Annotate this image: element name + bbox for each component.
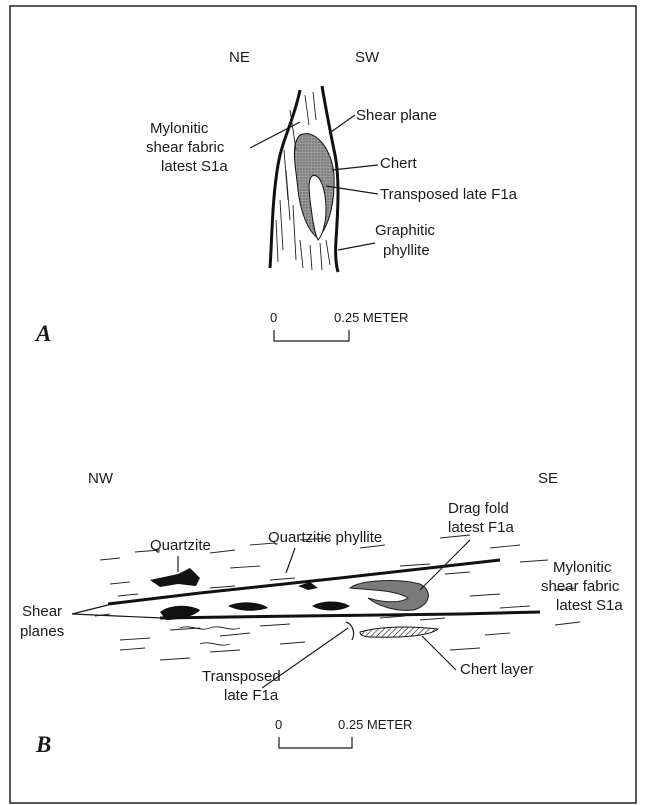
leader-mylonitic bbox=[250, 122, 300, 148]
label-chert: Chert bbox=[380, 155, 418, 172]
label-quartzitic-phyllite: Quartzitic phyllite bbox=[268, 529, 382, 546]
label-graphitic-1: Graphitic bbox=[375, 222, 436, 239]
panel-a: NE SW Shear plane Mylonitic shear fabric… bbox=[34, 49, 518, 346]
label-graphitic-2: phyllite bbox=[383, 242, 430, 259]
label-transposed-b-2: late F1a bbox=[224, 687, 279, 704]
leader-chert-layer bbox=[422, 636, 456, 670]
leader-chert bbox=[332, 165, 378, 170]
svg-text:0: 0 bbox=[270, 310, 277, 325]
label-transposed-b-1: Transposed bbox=[202, 668, 281, 685]
direction-sw: SW bbox=[355, 49, 380, 66]
leader-shear-plane bbox=[331, 115, 355, 132]
svg-text:0: 0 bbox=[275, 717, 282, 732]
label-quartzite: Quartzite bbox=[150, 537, 211, 554]
label-shear-planes-2: planes bbox=[20, 623, 64, 640]
leader-quartzitic-phyllite bbox=[286, 548, 295, 573]
scale-bar-b: 0 0.25 METER bbox=[275, 717, 412, 748]
scale-bar-a: 0 0.25 METER bbox=[270, 310, 408, 341]
panel-b: NW SE Quartzite Q bbox=[20, 470, 623, 757]
direction-se: SE bbox=[538, 470, 558, 487]
label-chert-layer: Chert layer bbox=[460, 661, 533, 678]
figure-border bbox=[10, 6, 636, 803]
chert-layer bbox=[360, 627, 438, 637]
svg-text:0.25 METER: 0.25 METER bbox=[334, 310, 408, 325]
label-mylonitic-b-3: latest S1a bbox=[556, 597, 623, 614]
direction-nw: NW bbox=[88, 470, 114, 487]
quartzite-pod bbox=[150, 568, 200, 587]
label-drag-fold-1: Drag fold bbox=[448, 500, 509, 517]
drag-fold bbox=[350, 581, 428, 611]
panel-letter-b: B bbox=[35, 732, 51, 757]
label-shear-plane: Shear plane bbox=[356, 107, 437, 124]
label-mylonitic-1: Mylonitic bbox=[150, 120, 209, 137]
svg-text:0.25 METER: 0.25 METER bbox=[338, 717, 412, 732]
label-mylonitic-2: shear fabric bbox=[146, 139, 225, 156]
label-mylonitic-b-2: shear fabric bbox=[541, 578, 620, 595]
leader-graphitic bbox=[338, 243, 375, 250]
shear-plane-lower bbox=[160, 612, 540, 618]
outcrop-sketch-a bbox=[270, 86, 338, 272]
direction-ne: NE bbox=[229, 49, 250, 66]
label-shear-planes-1: Shear bbox=[22, 603, 62, 620]
panel-letter-a: A bbox=[34, 321, 51, 346]
leader-shear-planes bbox=[72, 604, 162, 618]
label-mylonitic-b-1: Mylonitic bbox=[553, 559, 612, 576]
label-transposed: Transposed late F1a bbox=[380, 186, 518, 203]
label-drag-fold-2: latest F1a bbox=[448, 519, 515, 536]
label-mylonitic-3: latest S1a bbox=[161, 158, 228, 175]
